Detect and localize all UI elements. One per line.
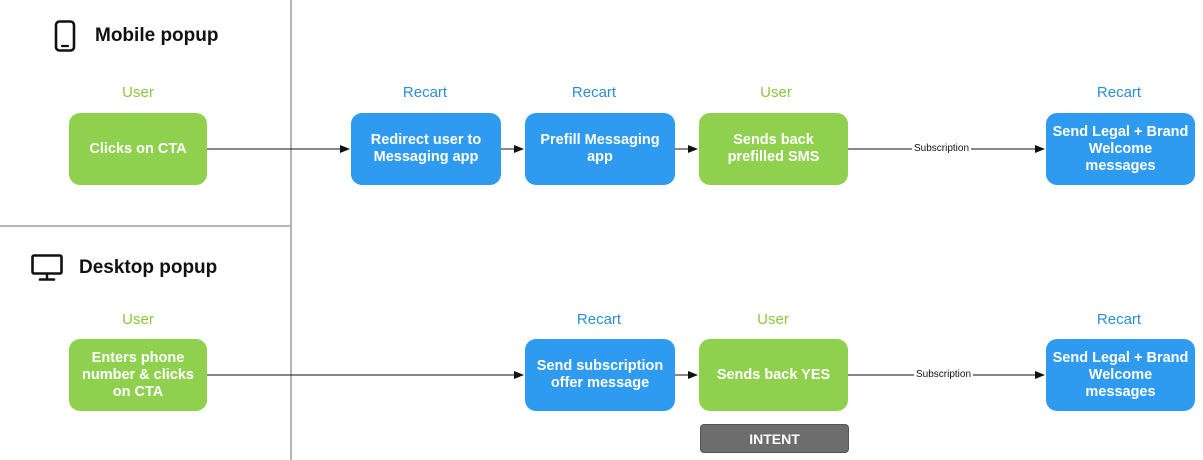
desktop-step-enters-phone: Enters phone number & clicks on CTA: [69, 339, 207, 411]
intent-badge: INTENT: [700, 424, 849, 453]
desktop-role-1: User: [122, 311, 154, 328]
mobile-role-3: Recart: [571, 84, 617, 101]
desktop-subscription-label: Subscription: [914, 369, 974, 381]
mobile-lane-title: Mobile popup: [95, 25, 219, 46]
mobile-role-2: Recart: [402, 84, 448, 101]
mobile-step-welcome: Send Legal + Brand Welcome messages: [1046, 113, 1195, 185]
mobile-step-prefill: Prefill Messaging app: [525, 113, 675, 185]
desktop-lane-title: Desktop popup: [79, 257, 218, 278]
desktop-step-welcome: Send Legal + Brand Welcome messages: [1046, 339, 1195, 411]
mobile-role-5: Recart: [1096, 84, 1142, 101]
desktop-role-3: User: [757, 311, 789, 328]
desktop-role-4: Recart: [1096, 311, 1142, 328]
mobile-role-1: User: [122, 84, 154, 101]
mobile-step-redirect: Redirect user to Messaging app: [351, 113, 501, 185]
mobile-step-sends-sms: Sends back prefilled SMS: [699, 113, 848, 185]
mobile-role-4: User: [760, 84, 792, 101]
desktop-role-2: Recart: [576, 311, 622, 328]
mobile-subscription-label: Subscription: [912, 143, 972, 155]
desktop-step-sends-yes: Sends back YES: [699, 339, 848, 411]
smartphone-icon: [54, 20, 76, 52]
desktop-monitor-icon: [31, 254, 63, 281]
desktop-step-offer: Send subscription offer message: [525, 339, 675, 411]
mobile-step-clicks-cta: Clicks on CTA: [69, 113, 207, 185]
